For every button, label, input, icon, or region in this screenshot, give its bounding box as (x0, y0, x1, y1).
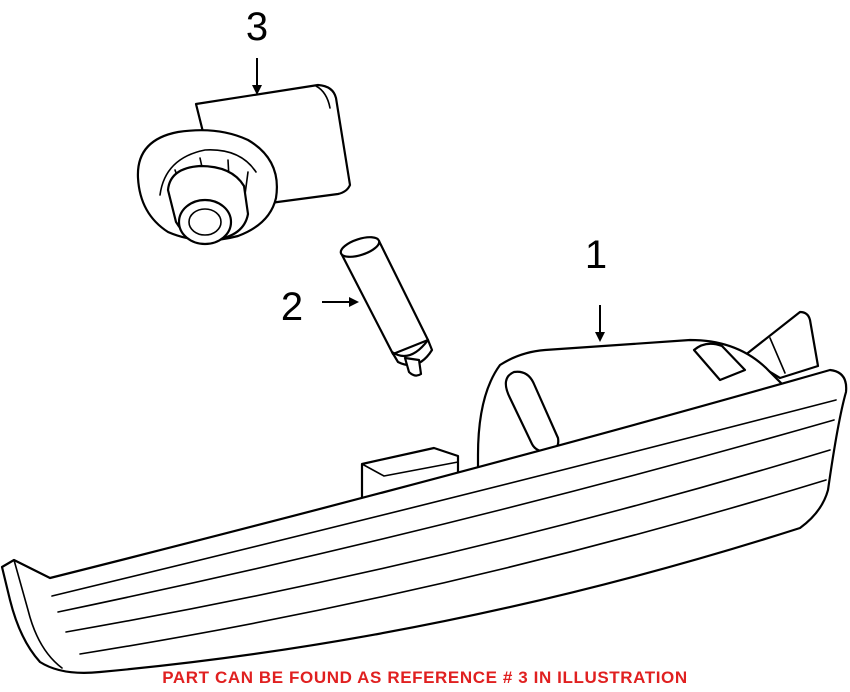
callout-2-label: 2 (281, 285, 303, 329)
callout-3-label: 3 (246, 5, 268, 49)
side-marker-lamp-part (0, 310, 848, 674)
wedge-bulb-part (339, 236, 434, 377)
bulb-socket-part (136, 83, 352, 246)
callout-1-label: 1 (585, 233, 607, 277)
reference-note: PART CAN BE FOUND AS REFERENCE # 3 IN IL… (162, 668, 688, 687)
